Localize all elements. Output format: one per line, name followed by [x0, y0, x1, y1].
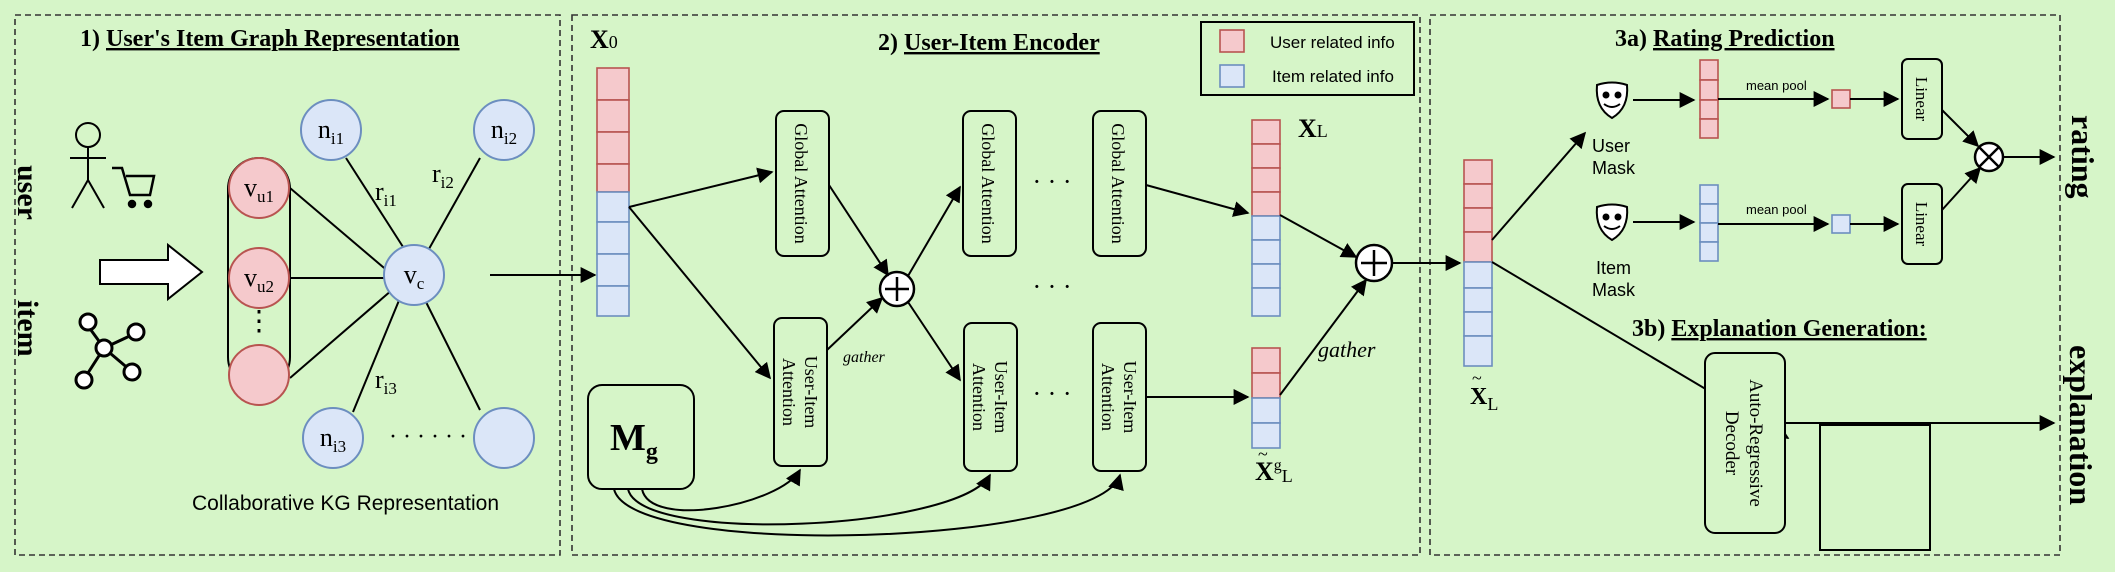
global-attention-3: Global Attention — [1092, 110, 1147, 257]
node-vu-n — [228, 344, 290, 406]
relation-ri1: ri1 — [375, 177, 397, 210]
user-mask-label-2: Mask — [1592, 158, 1636, 178]
item-mask-label-1: Item — [1596, 258, 1631, 278]
node-vu1-label: vu1 — [244, 173, 274, 206]
edge-ri1 — [345, 157, 406, 251]
node-ni2 — [473, 99, 535, 161]
edge-item-empty — [424, 299, 481, 411]
legend-item-swatch — [1219, 64, 1245, 88]
node-item-n — [473, 407, 535, 469]
multiply-icon — [1973, 141, 2005, 173]
node-ni2-label: ni2 — [491, 115, 517, 148]
mask-icon-item — [1595, 203, 1629, 242]
node-ni1-label: ni1 — [318, 115, 344, 148]
hdots-global: · · · — [1033, 167, 1072, 196]
linear-item-box: Linear — [1901, 183, 1943, 265]
caption-collaborative-kg: Collaborative KG Representation — [192, 492, 499, 515]
svg-text:User-ItemAttention: User-ItemAttention — [969, 361, 1011, 434]
xl-tilde-accent: ~ — [1472, 368, 1482, 388]
svg-text:Global Attention: Global Attention — [791, 123, 811, 244]
legend-item-label: Item related info — [1272, 67, 1394, 86]
linear-user-box: Linear — [1901, 58, 1943, 140]
svg-text:Linear: Linear — [1912, 202, 1931, 247]
rating-output-label: rating — [2065, 115, 2101, 199]
legend-user-swatch — [1219, 29, 1245, 53]
xgl-label: XgL — [1255, 457, 1293, 486]
panel1-title: 1) User's Item Graph Representation — [80, 26, 460, 52]
panel-graph-representation — [14, 14, 561, 556]
cart-icon — [112, 166, 156, 209]
side-label-user: user — [11, 165, 44, 220]
user-mask-label-1: User — [1592, 136, 1630, 156]
user-mask-vector — [1699, 59, 1719, 139]
xl-label: XL — [1298, 114, 1328, 143]
pooled-item-cell — [1831, 214, 1851, 234]
panel-encoder — [571, 14, 1421, 556]
side-label-item: item — [11, 300, 44, 357]
user-item-attention-2: User-ItemAttention — [963, 322, 1018, 472]
gather-label-large: gather — [1318, 337, 1376, 362]
global-attention-2: Global Attention — [962, 110, 1017, 257]
global-attention-1: Global Attention — [775, 110, 830, 257]
node-ni3-label: ni3 — [320, 423, 346, 456]
panel-outputs — [1429, 14, 2061, 556]
vector-x0 — [596, 67, 630, 317]
svg-text:Global Attention: Global Attention — [978, 123, 998, 244]
vector-xl-tilde — [1463, 159, 1493, 367]
pooled-user-cell — [1831, 89, 1851, 109]
node-ni3 — [302, 407, 364, 469]
hollow-arrow-icon — [99, 242, 204, 302]
svg-text:Global Attention: Global Attention — [1108, 123, 1128, 244]
item-mask-vector — [1699, 184, 1719, 262]
svg-text:Auto-RegressiveDecoder: Auto-RegressiveDecoder — [1721, 379, 1766, 507]
mg-box: Mg — [587, 384, 695, 490]
node-vdots: ⋮ — [245, 306, 273, 337]
relation-ri3: ri3 — [375, 365, 397, 398]
item-mask-label-2: Mask — [1592, 280, 1636, 300]
user-item-attention-3: User-ItemAttention — [1092, 322, 1147, 472]
xgl-tilde: ~ — [1258, 444, 1268, 464]
legend-user-label: User related info — [1270, 33, 1395, 52]
mask-icon — [1595, 81, 1629, 120]
decoder-outer-frame — [1819, 424, 1931, 551]
svg-text:Linear: Linear — [1912, 77, 1931, 122]
node-vc-label: vc — [404, 260, 425, 293]
mean-pool-item: mean pool — [1746, 202, 1807, 217]
node-vc — [383, 244, 445, 306]
node-vu2-label: vu2 — [244, 263, 274, 296]
user-item-attention-1: User-ItemAttention — [773, 317, 828, 467]
explanation-output-label: explanation — [2063, 345, 2099, 505]
node-ndots: · · · · · · — [389, 424, 467, 450]
node-vu2 — [228, 247, 290, 309]
hdots-ui: · · · — [1033, 379, 1072, 408]
node-ni1 — [300, 99, 362, 161]
auto-regressive-decoder-box: Auto-RegressiveDecoder — [1704, 352, 1786, 534]
gather-label-small: gather — [843, 349, 886, 366]
rating-prediction-title: 3a) Rating Prediction — [1615, 26, 1835, 52]
svg-text:User-ItemAttention: User-ItemAttention — [1098, 361, 1140, 434]
vector-xl — [1251, 119, 1281, 317]
node-vu1 — [228, 157, 290, 219]
edge-ri2 — [424, 157, 481, 257]
panel2-title: 2) User-Item Encoder — [878, 30, 1100, 56]
x0-label: X0 — [590, 25, 618, 54]
xl-tilde-label: XL — [1470, 384, 1498, 414]
edge-ri3 — [352, 297, 401, 413]
mg-label: Mg — [610, 417, 658, 465]
hdots-middle: · · · — [1033, 272, 1072, 301]
relation-ri2: ri2 — [432, 159, 454, 192]
user-icon — [70, 122, 106, 209]
graph-network-icon — [74, 312, 146, 390]
vector-xgl — [1251, 347, 1281, 449]
svg-text:User-ItemAttention: User-ItemAttention — [779, 356, 821, 429]
explanation-generation-title: 3b) Explanation Generation: — [1632, 316, 1927, 342]
mean-pool-user: mean pool — [1746, 78, 1807, 93]
